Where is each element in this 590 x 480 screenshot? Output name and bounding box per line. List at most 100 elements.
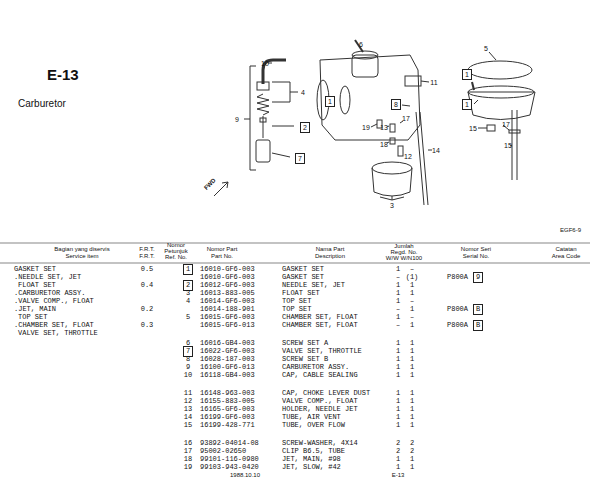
table-header: Service item	[65, 253, 98, 259]
part-description: NEEDLE SET, JET	[282, 282, 345, 289]
callout-number: 10	[261, 60, 269, 67]
part-description: JET, MAIN, #98	[282, 456, 341, 463]
quantity: 1	[410, 464, 414, 471]
table-header: F.R.T.	[139, 253, 154, 259]
fwd-arrow	[214, 182, 228, 196]
part-number: 95002-02650	[200, 448, 246, 455]
callout-text: 2	[303, 124, 307, 131]
quantity: 1	[410, 406, 414, 413]
bracket-4	[272, 82, 290, 102]
quantity: 1	[410, 290, 414, 297]
part-number: 16148-963-003	[200, 390, 255, 397]
ref-number: 6	[186, 340, 190, 347]
part-description: TUBE, AIR VENT	[282, 414, 341, 421]
service-item: .CARBURETOR ASSY.	[14, 290, 85, 297]
quantity: 1	[396, 372, 400, 379]
quantity: –	[410, 314, 414, 321]
ref-number: 14	[184, 414, 192, 421]
table-header: Regd. No.	[390, 249, 417, 255]
quantity: 1	[410, 348, 414, 355]
callout-number: 18	[380, 141, 388, 148]
callout-number: 19	[362, 124, 370, 131]
air-vent-tube	[416, 112, 428, 205]
part-number: 16028-187-003	[200, 356, 255, 363]
table-header: Nomor	[167, 242, 185, 248]
needle-jet-holder	[390, 124, 395, 132]
callout-text: 1	[328, 98, 332, 105]
quantity: 1	[396, 456, 400, 463]
quantity: 2	[396, 448, 400, 455]
serial-number: P800A	[447, 322, 468, 329]
part-number: 16022-GF6-003	[200, 348, 255, 355]
main-jet	[390, 138, 395, 144]
page-heading: Carburetor	[18, 99, 66, 109]
service-item: TOP SET	[18, 314, 47, 321]
quantity: –	[410, 298, 414, 305]
callout-text: 2	[186, 281, 190, 289]
part-number: 16015-GF6-003	[200, 314, 255, 321]
boxed-callout: 1	[183, 264, 193, 275]
service-item: .CHAMBER SET, FLOAT	[14, 322, 94, 329]
boxed-callout: 1	[462, 99, 472, 110]
quantity: 1	[410, 422, 414, 429]
ref-number: 19	[184, 464, 192, 471]
quantity: 1	[410, 356, 414, 363]
quantity: 1	[396, 364, 400, 371]
part-number: 16010-GF6-003	[200, 274, 255, 281]
quantity: 1	[396, 266, 400, 273]
part-description: CHAMBER SET, FLOAT	[282, 314, 358, 321]
callout-number: 15	[504, 142, 512, 149]
quantity: 1	[396, 390, 400, 397]
callout-number: 12	[404, 153, 412, 160]
float-bowl	[372, 168, 412, 196]
service-item: GASKET SET	[14, 266, 56, 273]
table-header: Area Code	[552, 253, 581, 259]
callout-number: 17	[402, 115, 410, 122]
boxed-callout: 1	[325, 96, 335, 107]
callout-number: 13	[380, 124, 388, 131]
boxed-callout: B	[473, 320, 483, 331]
callout-number: 3	[390, 202, 394, 209]
page-footer: E-13	[392, 472, 405, 478]
frt-value: 0.4	[141, 282, 154, 289]
ref-number: 12	[184, 398, 192, 405]
quantity: 1	[396, 298, 400, 305]
table-header: Catatan	[555, 246, 576, 252]
figure-code: EGF6-9	[560, 227, 581, 233]
quantity: 1	[396, 348, 400, 355]
quantity: 1	[396, 422, 400, 429]
screw-16	[472, 82, 474, 90]
service-item: .VALVE COMP., FLOAT	[14, 298, 94, 305]
quantity: 1	[396, 406, 400, 413]
ref-number: 9	[186, 364, 190, 371]
quantity: –	[410, 266, 414, 273]
part-description: TUBE, OVER FLOW	[282, 422, 345, 429]
quantity: 1	[410, 306, 414, 313]
boxed-callout: 7	[183, 346, 193, 357]
quantity: 1	[396, 356, 400, 363]
drain-fitting	[487, 125, 495, 131]
ref-number: 16	[184, 440, 192, 447]
boxed-callout: B	[473, 304, 483, 315]
quantity: 1	[396, 282, 400, 289]
callout-text: 7	[298, 155, 302, 162]
table-header: Bagian yang diservis	[54, 246, 109, 252]
quantity: 1	[410, 398, 414, 405]
callout-number: 14	[432, 147, 440, 154]
callout-text: 8	[394, 101, 398, 108]
ref-number: 8	[186, 356, 190, 363]
part-description: CAP, CABLE SEALING	[282, 372, 358, 379]
ref-number: 18	[184, 456, 192, 463]
quantity: 2	[410, 448, 414, 455]
part-number: 16155-883-005	[200, 398, 255, 405]
service-item: .NEEDLE SET, JET	[14, 274, 81, 281]
table-header: Jumlah	[394, 243, 413, 249]
page-heading: E-13	[47, 67, 79, 82]
quantity: 2	[396, 440, 400, 447]
callout-text: 9	[476, 273, 480, 281]
part-number: 16013-883-005	[200, 290, 255, 297]
o-ring	[340, 86, 350, 114]
part-number: 99101-116-0980	[200, 456, 259, 463]
frt-value: 0.5	[141, 266, 154, 273]
ref-number: 3	[186, 290, 190, 297]
